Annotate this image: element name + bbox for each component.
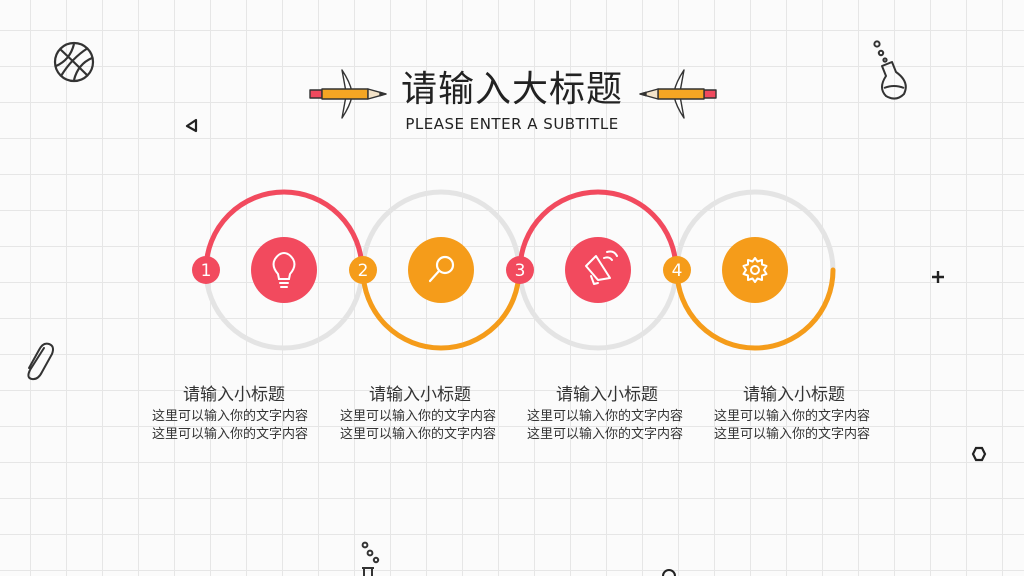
- arc-1: [203, 189, 365, 273]
- step-4-number: 4: [672, 261, 683, 281]
- plus-icon: [932, 271, 944, 283]
- rocket-pencil-icon: [309, 69, 387, 119]
- magnifier-icon: [428, 255, 455, 283]
- step-3-text: 这里可以输入你的文字内容这里可以输入你的文字内容: [527, 409, 684, 442]
- megaphone-icon: [585, 250, 618, 285]
- step-3-title: 请输入小标题: [556, 385, 658, 405]
- paperclip-icon: [27, 342, 54, 381]
- arc-2: [360, 267, 522, 351]
- step-2-disc: [408, 237, 474, 303]
- step-4-title: 请输入小标题: [743, 385, 845, 405]
- test-tube-icon: [361, 541, 380, 576]
- flask-icon: [873, 40, 907, 100]
- gear-icon: [742, 257, 768, 283]
- step-1-title: 请输入小标题: [183, 385, 285, 405]
- step-3-disc: [565, 237, 631, 303]
- page-subtitle: PLEASE ENTER A SUBTITLE: [405, 115, 619, 133]
- hexagon-icon: [971, 446, 987, 462]
- step-1-text: 这里可以输入你的文字内容这里可以输入你的文字内容: [152, 409, 309, 442]
- step-2-number: 2: [358, 261, 369, 281]
- step-2-title: 请输入小标题: [369, 385, 471, 405]
- step-4-text: 这里可以输入你的文字内容这里可以输入你的文字内容: [714, 409, 871, 442]
- lightbulb-icon: [272, 251, 296, 288]
- arc-4: [674, 267, 836, 351]
- step-1-disc: [251, 237, 317, 303]
- basketball-icon: [53, 41, 95, 83]
- step-1-number: 1: [201, 261, 212, 281]
- ring-doodle: [662, 569, 676, 576]
- rocket-pencil-icon: [639, 69, 717, 119]
- step-4-disc: [722, 237, 788, 303]
- triangle-icon: [185, 118, 198, 133]
- step-badges: [192, 256, 691, 284]
- page-title: 请输入大标题: [400, 69, 623, 110]
- step-2-text: 这里可以输入你的文字内容这里可以输入你的文字内容: [340, 409, 497, 442]
- step-3-number: 3: [515, 261, 526, 281]
- arc-3: [517, 189, 679, 273]
